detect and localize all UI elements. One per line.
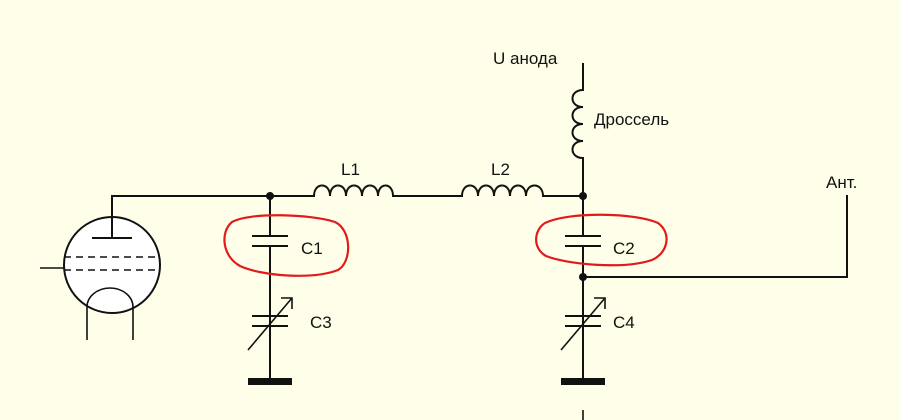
junction-c1 — [266, 192, 274, 200]
antenna-label: Ант. — [826, 173, 857, 192]
anode-supply-label: U анода — [493, 49, 558, 68]
ground-left — [248, 378, 292, 385]
c2-label: C2 — [613, 239, 635, 258]
choke-coil — [571, 89, 584, 159]
inductor-l2 — [461, 184, 544, 197]
inductor-l1 — [313, 184, 394, 197]
l2-label: L2 — [491, 160, 510, 179]
capacitor-c2 — [565, 235, 601, 247]
c3-label: C3 — [310, 313, 332, 332]
c4-label: C4 — [613, 313, 635, 332]
c1-label: C1 — [301, 239, 323, 258]
wire-anode-to-l1 — [111, 195, 315, 239]
ground-right — [561, 378, 605, 385]
tube-cathode — [86, 287, 134, 340]
choke-label: Дроссель — [594, 110, 669, 129]
highlight-c1 — [223, 214, 350, 277]
wire-to-antenna — [582, 195, 848, 278]
l1-label: L1 — [341, 160, 360, 179]
variable-capacitor-c3 — [247, 297, 293, 351]
junction-choke — [579, 192, 587, 200]
highlight-c2 — [535, 213, 668, 267]
vacuum-tube — [40, 216, 161, 340]
wiring — [111, 63, 848, 420]
capacitor-c1 — [252, 235, 288, 247]
junction-antenna — [579, 273, 587, 281]
variable-capacitor-c4 — [560, 297, 606, 351]
